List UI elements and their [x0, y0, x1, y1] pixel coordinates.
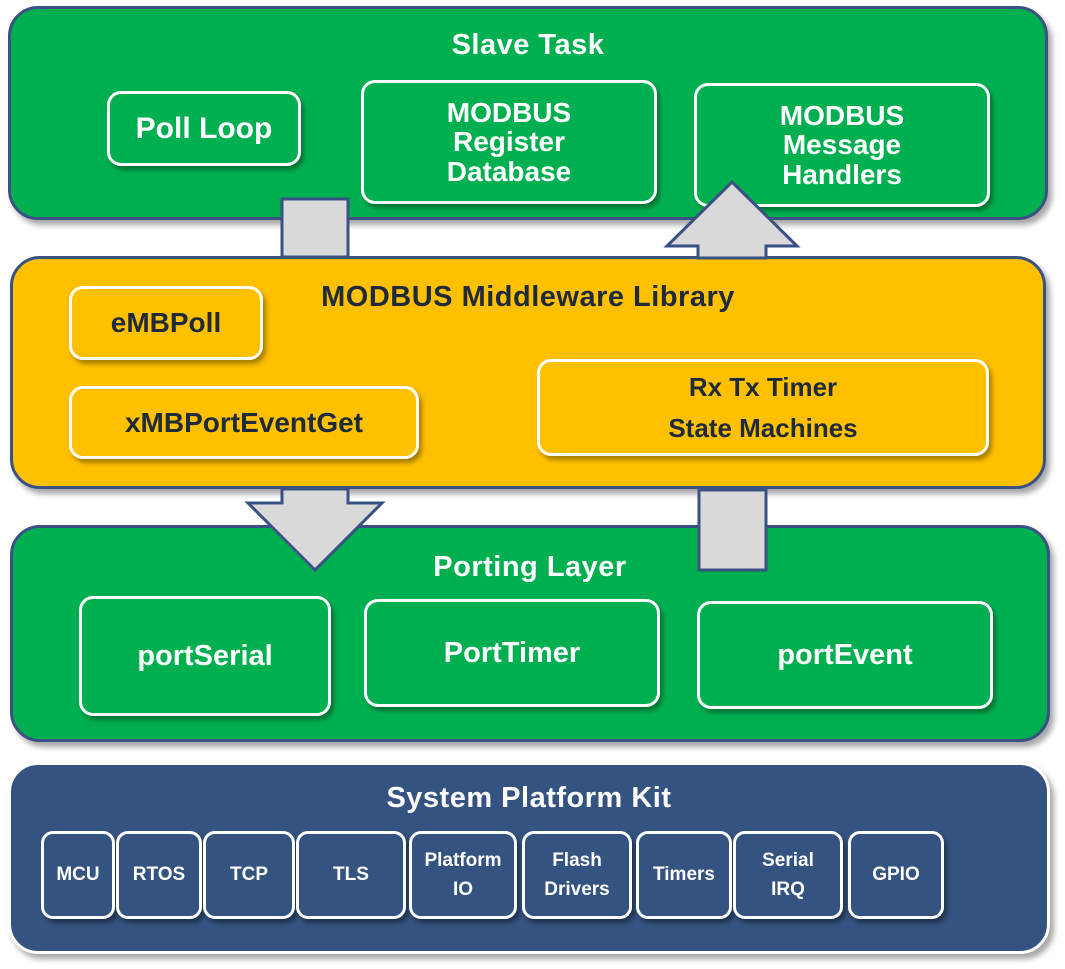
slave-task-layer: Slave Task Poll Loop MODBUS Register Dat…: [8, 6, 1048, 220]
poll-loop-box: Poll Loop: [107, 91, 301, 166]
middleware-layer: MODBUS Middleware Library eMBPoll xMBPor…: [10, 256, 1046, 489]
platform-item-tls: TLS: [296, 831, 406, 919]
poll-loop-label: Poll Loop: [135, 111, 273, 145]
port-timer-label: PortTimer: [443, 636, 581, 669]
event-get-box: xMBPortEventGet: [69, 386, 419, 459]
state-machines-label: Rx Tx Timer State Machines: [668, 372, 858, 443]
platform-item-timers: Timers: [636, 831, 732, 919]
port-timer-box: PortTimer: [364, 599, 660, 707]
port-serial-label: portSerial: [137, 639, 273, 672]
embpoll-label: eMBPoll: [110, 307, 222, 339]
port-serial-box: portSerial: [79, 596, 331, 716]
porting-layer: Porting Layer portSerial PortTimer portE…: [10, 525, 1050, 742]
slave-task-title: Slave Task: [451, 29, 605, 61]
register-database-box: MODBUS Register Database: [361, 80, 657, 204]
state-machines-box: Rx Tx Timer State Machines: [537, 359, 989, 456]
platform-item-mcu: MCU: [41, 831, 115, 919]
platform-item-platform-io: Platform IO: [409, 831, 517, 919]
system-platform-layer: System Platform Kit MCU RTOS TCP TLS Pla…: [8, 762, 1050, 954]
embpoll-box: eMBPoll: [69, 286, 263, 360]
register-database-label: MODBUS Register Database: [446, 96, 572, 187]
system-platform-title: System Platform Kit: [386, 782, 672, 814]
platform-item-rtos: RTOS: [116, 831, 202, 919]
platform-item-serial-irq: Serial IRQ: [733, 831, 843, 919]
platform-item-tcp: TCP: [203, 831, 295, 919]
message-handlers-box: MODBUS Message Handlers: [694, 83, 990, 207]
middleware-title: MODBUS Middleware Library: [321, 281, 735, 313]
event-get-label: xMBPortEventGet: [124, 406, 364, 438]
port-event-label: portEvent: [777, 638, 913, 671]
platform-item-flash-drivers: Flash Drivers: [522, 831, 632, 919]
platform-item-gpio: GPIO: [848, 831, 944, 919]
message-handlers-label: MODBUS Message Handlers: [779, 99, 905, 190]
port-event-box: portEvent: [697, 601, 993, 709]
porting-title: Porting Layer: [433, 551, 627, 583]
